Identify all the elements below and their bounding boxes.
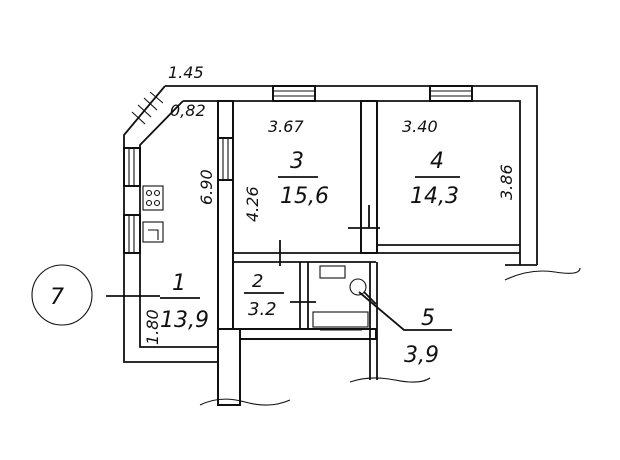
dim-left-180: 1.80 — [143, 309, 162, 345]
washbasin-icon — [319, 265, 346, 279]
dim-room3-width: 3.67 — [268, 117, 304, 136]
room1-area: 13,9 — [160, 308, 209, 333]
room5-number: 5 — [421, 306, 435, 331]
apartment-marker-number: 7 — [50, 285, 64, 310]
room5-leader-line — [358, 291, 452, 331]
windows — [123, 85, 473, 254]
dim-room4-width: 3.40 — [402, 117, 438, 136]
room3-number: 3 — [290, 149, 304, 174]
dim-room4-height: 3.86 — [497, 164, 516, 200]
dim-corner-145: 1.45 — [168, 63, 204, 82]
fixtures — [142, 185, 369, 331]
room4-number: 4 — [430, 149, 444, 174]
dim-room3-height: 4.26 — [243, 186, 262, 222]
apartment-marker-circle — [31, 264, 93, 326]
bathtub-icon — [312, 311, 369, 328]
room2-number: 2 — [252, 271, 263, 292]
toilet-icon — [349, 278, 367, 296]
room3-area: 15,6 — [280, 184, 329, 209]
door-marks — [106, 205, 380, 305]
room4-area: 14,3 — [410, 184, 459, 209]
sink-icon — [142, 221, 164, 243]
dim-left-690: 6.90 — [197, 169, 216, 205]
room1-number: 1 — [172, 271, 186, 296]
stove-icon — [142, 185, 164, 211]
ground-hatching — [199, 267, 581, 406]
room5-area: 3,9 — [404, 343, 439, 368]
dim-corner-082: 0,82 — [170, 101, 206, 120]
interior-walls — [217, 100, 520, 406]
room2-area: 3.2 — [248, 299, 277, 320]
